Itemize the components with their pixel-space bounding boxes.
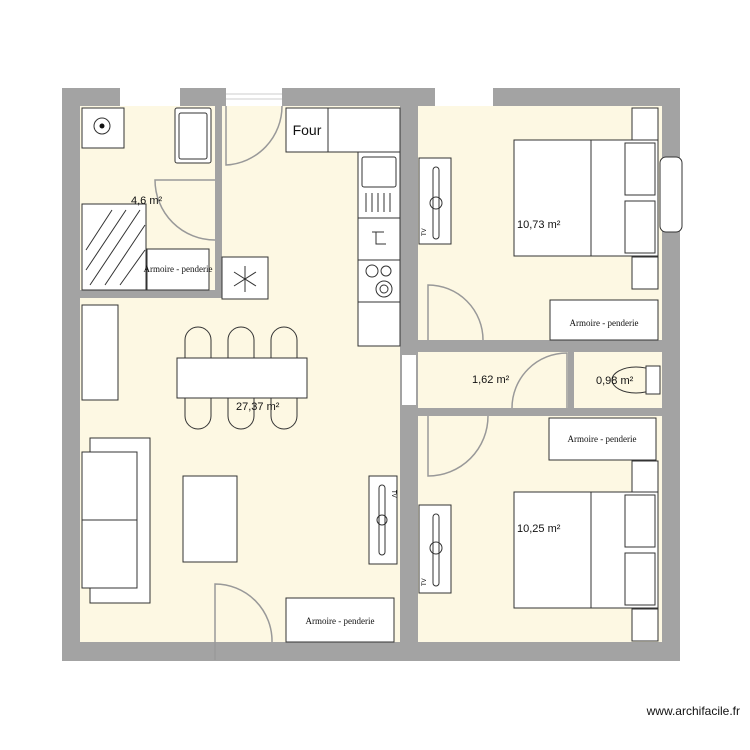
window: [435, 88, 493, 106]
bed-bedroom2: [513, 491, 659, 609]
door-bathroom[interactable]: [154, 179, 216, 241]
tv-living: TV: [368, 475, 398, 565]
bedroom1-wardrobe: Armoire - penderie: [549, 299, 659, 341]
door-entrance[interactable]: [214, 583, 273, 660]
wardrobe-label: Armoire - penderie: [306, 616, 375, 626]
kitchen-counter: [327, 107, 401, 153]
bathroom-area-label: 4,6 m²: [131, 195, 163, 207]
fridge: [357, 301, 401, 347]
bedroom2-area-label: 10,25 m²: [517, 523, 561, 535]
hall-floor: [418, 352, 568, 408]
bathroom-wardrobe: Armoire - penderie: [144, 248, 213, 291]
freezer-icon: [221, 256, 269, 300]
wardrobe-label: Armoire - penderie: [568, 434, 637, 444]
dishwasher: [357, 217, 401, 261]
window: [226, 88, 282, 106]
nightstand: [631, 256, 659, 290]
coffee-table: [182, 475, 238, 563]
dining-table: [176, 326, 308, 430]
sofa: [81, 437, 151, 604]
window: [120, 88, 180, 106]
bedroom2-wardrobe: Armoire - penderie: [548, 417, 657, 461]
tv-bedroom1: TV: [418, 157, 452, 245]
bed-bedroom1: [513, 139, 659, 257]
radiator: [659, 156, 683, 233]
oven-label: Four: [293, 122, 322, 138]
door-bedroom1[interactable]: [427, 284, 484, 341]
tv-label: TV: [422, 228, 428, 236]
wc-area-label: 0,98 m²: [596, 375, 634, 387]
kitchen-sink: [357, 151, 401, 219]
nightstand: [631, 608, 659, 642]
living-wardrobe: Armoire - penderie: [285, 597, 395, 643]
cooktop: [357, 259, 401, 303]
washing-machine: [81, 107, 125, 149]
shower: [81, 203, 147, 291]
nightstand: [631, 107, 659, 141]
oven: Four: [285, 107, 329, 153]
door-kitchen[interactable]: [225, 105, 283, 166]
door-bedroom2[interactable]: [427, 415, 489, 477]
living-cabinet: [81, 304, 119, 401]
watermark: www.archifacile.fr: [646, 704, 740, 718]
hall-area-label: 1,62 m²: [472, 374, 510, 386]
tv-label: TV: [422, 578, 428, 586]
nightstand: [631, 460, 659, 493]
wardrobe-label: Armoire - penderie: [570, 318, 639, 328]
tv-bedroom2: TV: [418, 504, 452, 594]
bedroom1-area-label: 10,73 m²: [517, 219, 561, 231]
window: [402, 355, 416, 405]
sink-bathroom: [174, 107, 212, 164]
door-wc[interactable]: [511, 352, 568, 409]
tv-label: TV: [390, 490, 396, 498]
toilet: [611, 365, 661, 395]
living-area-label: 27,37 m²: [236, 401, 280, 413]
wardrobe-label: Armoire - penderie: [144, 264, 213, 274]
